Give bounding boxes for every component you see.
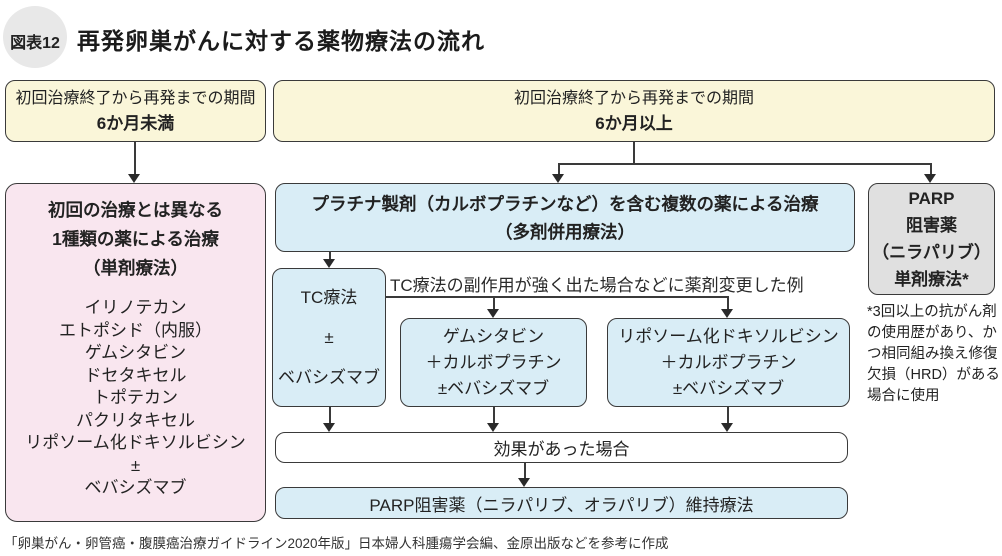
- monotherapy-heading2: 1種類の薬による治療: [52, 229, 219, 249]
- maintenance-box: PARP阻害薬（ニラパリブ、オラパリブ）維持療法: [275, 487, 848, 519]
- parp-mono-line3: （ニラパリブ）: [872, 243, 991, 262]
- lipo-line3: ±ベバシズマブ: [672, 378, 785, 398]
- effect-label: 効果があった場合: [493, 440, 630, 459]
- period-long-box: 初回治療終了から再発までの期間 6か月以上: [273, 80, 995, 142]
- arrowhead-down-icon: [518, 478, 530, 487]
- footnote-line: 場合に使用: [867, 388, 940, 404]
- arrowhead-down-icon: [721, 423, 733, 432]
- tc-line3: ベバシズマブ: [278, 367, 380, 387]
- footnote-line: つ相同組み換え修復: [867, 346, 998, 362]
- regimen-change-note: TC療法の副作用が強く出た場合などに薬剤変更した例: [390, 276, 804, 295]
- gem-line2: ＋カルボプラチン: [425, 352, 562, 372]
- gem-line1: ゲムシタビン: [442, 326, 545, 346]
- connector-long-stem: [633, 142, 635, 164]
- connector-short-to-mono: [134, 142, 136, 175]
- arrowhead-down-icon: [323, 423, 335, 432]
- arrowhead-down-icon: [924, 174, 936, 183]
- monotherapy-drug-list: イリノテカン エトポシド（内服） ゲムシタビン ドセタキセル トポテカン パクリ…: [25, 297, 246, 500]
- drug-item: リポソーム化ドキソルビシン: [25, 433, 246, 452]
- drug-item: トポテカン: [93, 388, 178, 407]
- parp-mono-line1: PARP: [908, 189, 955, 208]
- lipo-line1: リポソーム化ドキソルビシン: [618, 326, 839, 346]
- drug-item: ゲムシタビン: [84, 343, 187, 362]
- arrowhead-down-icon: [487, 423, 499, 432]
- figure-number-badge: 図表12: [3, 6, 67, 68]
- drug-item: ±: [130, 455, 141, 475]
- monotherapy-heading3: （単剤療法）: [83, 258, 188, 278]
- lipo-line2: ＋カルボプラチン: [660, 352, 797, 372]
- footnote-line: *3回以上の抗がん剤: [867, 304, 997, 320]
- period-long-line2: 6か月以上: [595, 113, 673, 133]
- drug-item: エトポシド（内服）: [59, 320, 212, 340]
- effect-box: 効果があった場合: [275, 432, 848, 463]
- drug-item: パクリタキセル: [76, 410, 195, 430]
- parp-mono-line2: 阻害薬: [906, 216, 957, 235]
- connector-branch-right: [930, 163, 932, 175]
- connector-combo-to-tc: [329, 252, 331, 260]
- connector-to-gem: [493, 296, 495, 310]
- gem-line3: ±ベバシズマブ: [437, 378, 550, 398]
- tc-line1: TC療法: [300, 287, 358, 307]
- combination-box: プラチナ製剤（カルボプラチンなど）を含む複数の薬による治療 （多剤併用療法）: [275, 183, 855, 252]
- combination-line2: （多剤併用療法）: [495, 221, 635, 242]
- connector-gem-to-effect: [493, 407, 495, 424]
- arrowhead-down-icon: [323, 259, 335, 268]
- monotherapy-heading1: 初回の治療とは異なる: [48, 200, 223, 220]
- parp-monotherapy-box: PARP 阻害薬 （ニラパリブ） 単剤療法*: [868, 183, 995, 295]
- period-short-line1: 初回治療終了から再発までの期間: [15, 89, 256, 107]
- source-caption: 「卵巣がん・卵管癌・腹膜癌治療ガイドライン2020年版」日本婦人科腫瘍学会編、金…: [4, 536, 669, 551]
- arrowhead-down-icon: [552, 174, 564, 183]
- drug-item: ドセタキセル: [84, 365, 187, 385]
- parp-mono-line4: 単剤療法*: [894, 270, 969, 289]
- tc-therapy-box: TC療法 ± ベバシズマブ: [272, 268, 386, 407]
- tc-line2: ±: [324, 327, 334, 347]
- liposomal-doxorubicin-box: リポソーム化ドキソルビシン ＋カルボプラチン ±ベバシズマブ: [607, 318, 850, 407]
- arrowhead-down-icon: [721, 309, 733, 318]
- drug-item: イリノテカン: [84, 298, 187, 317]
- gemcitabine-box: ゲムシタビン ＋カルボプラチン ±ベバシズマブ: [400, 318, 587, 407]
- footnote-line: の使用歴があり、か: [867, 325, 997, 341]
- connector-tc-branch: [386, 296, 728, 298]
- figure-number-label: 図表12: [10, 35, 60, 52]
- period-short-line2: 6か月未満: [96, 113, 175, 133]
- connector-to-lipo: [727, 296, 729, 310]
- connector-tc-to-effect: [329, 407, 331, 424]
- parp-footnote: *3回以上の抗がん剤 の使用歴があり、か つ相同組み換え修復 欠損（HRD）があ…: [867, 302, 1002, 407]
- drug-item: ベバシズマブ: [84, 478, 187, 497]
- connector-long-branch: [558, 163, 931, 165]
- arrowhead-down-icon: [128, 174, 140, 183]
- connector-effect-to-maintenance: [524, 463, 526, 479]
- connector-lipo-to-effect: [727, 407, 729, 424]
- footnote-line: 欠損（HRD）がある: [867, 367, 1000, 383]
- combination-line1: プラチナ製剤（カルボプラチンなど）を含む複数の薬による治療: [311, 193, 819, 214]
- figure-title: 再発卵巣がんに対する薬物療法の流れ: [77, 28, 485, 54]
- monotherapy-box: 初回の治療とは異なる 1種類の薬による治療 （単剤療法） イリノテカン エトポシ…: [5, 183, 266, 522]
- arrowhead-down-icon: [487, 309, 499, 318]
- maintenance-label: PARP阻害薬（ニラパリブ、オラパリブ）維持療法: [369, 495, 754, 515]
- connector-branch-left: [558, 163, 560, 175]
- period-short-box: 初回治療終了から再発までの期間 6か月未満: [5, 80, 266, 142]
- period-long-line1: 初回治療終了から再発までの期間: [513, 89, 754, 107]
